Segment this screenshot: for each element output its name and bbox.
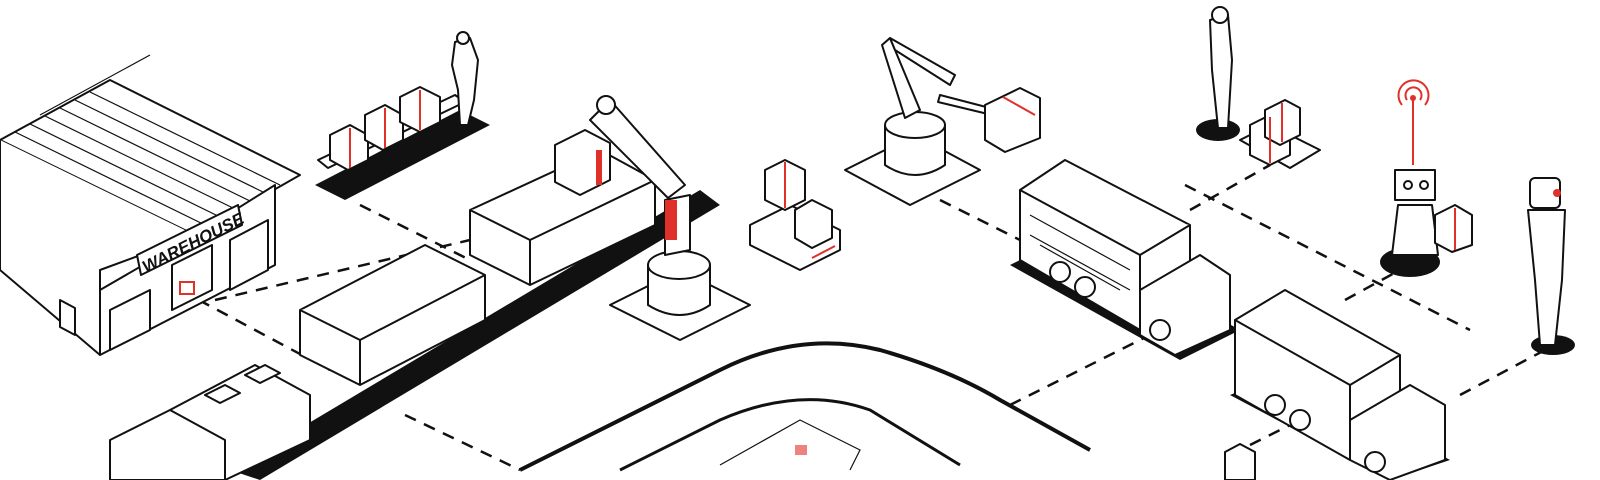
freight-train: [109, 129, 720, 480]
humanoid-robot: [1527, 177, 1575, 355]
package: [1224, 443, 1256, 480]
box-truck-2: [1230, 289, 1450, 480]
robot-arm-loader: [844, 37, 1041, 206]
agv-cart: [749, 159, 841, 271]
robot-arm-train: [589, 95, 751, 341]
warehouse: WAREHOUSE: [0, 54, 301, 356]
road: [519, 341, 1091, 472]
packing-station: [315, 31, 490, 200]
connection-lines: [179, 163, 1546, 472]
box-truck-1: [1010, 159, 1240, 360]
worker-pallet-jack: [1196, 6, 1321, 169]
service-robot: [1380, 79, 1473, 277]
